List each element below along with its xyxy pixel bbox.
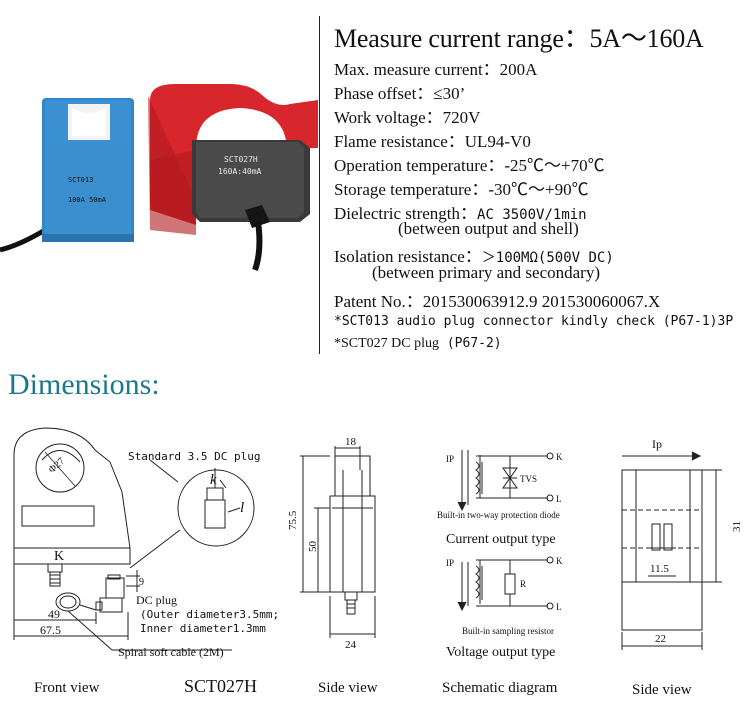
diode-caption: Built-in two-way protection diode xyxy=(437,510,560,520)
schematic-l-1: L xyxy=(556,494,562,504)
plug-l-label: l xyxy=(240,500,244,516)
dc-plug-title: Standard 3.5 DC plug xyxy=(128,450,260,463)
side-view-2-drawing xyxy=(621,451,722,650)
front-view-drawing xyxy=(13,427,255,651)
blue-ct-image: SCT013 100A 50mA xyxy=(42,98,134,242)
dielectric-label: Dielectric strength： xyxy=(334,204,478,223)
dc-plug-label: DC plug xyxy=(136,593,177,607)
dim-24: 24 xyxy=(345,639,357,651)
vertical-divider xyxy=(319,16,320,354)
blue-ct-label-1: SCT013 xyxy=(68,176,93,184)
dielectric-value: AC 3500V/1min xyxy=(477,207,587,223)
spec-isolation: Isolation resistance：＞100MΩ(500V DC) xyxy=(334,242,614,267)
spec-flame-resistance: Flame resistance：UL94-V0 xyxy=(334,132,531,151)
spec-max-current: Max. measure current：200A xyxy=(334,60,538,79)
dim-75-5: 75.5 xyxy=(287,510,299,530)
dim-67-5: 67.5 xyxy=(40,623,61,637)
schematic-current-drawing xyxy=(457,450,554,512)
schematic-voltage-drawing xyxy=(457,556,554,612)
plug-k-label: k xyxy=(210,472,217,488)
note-sct027-ref: (P67-2) xyxy=(446,336,502,351)
diameter-label: Φ27 xyxy=(47,456,67,476)
spec-dielectric: Dielectric strength：AC 3500V/1min xyxy=(334,199,587,224)
schematic-k-2: K xyxy=(556,556,563,566)
spec-phase-offset: Phase offset：≤30’ xyxy=(334,84,466,103)
schematic-k-1: K xyxy=(556,452,563,462)
side-view-1-drawing xyxy=(300,446,376,638)
blue-ct-label-2: 100A 50mA xyxy=(68,196,107,204)
schematic-r: R xyxy=(520,579,526,589)
dimensions-heading: Dimensions: xyxy=(8,368,160,401)
schematic-tvs: TVS xyxy=(520,474,537,484)
front-view-caption: Front view xyxy=(34,680,100,696)
spec-patent: Patent No.：201530063912.9 201530060067.X xyxy=(334,292,661,311)
dim-11-5: 11.5 xyxy=(650,563,669,575)
dim-31: 31 xyxy=(731,521,743,532)
schematic-caption: Schematic diagram xyxy=(442,680,558,696)
side-view-2-ip: Ip xyxy=(652,437,662,451)
note-sct027: *SCT027 DC plug (P67-2) xyxy=(334,336,502,352)
schematic-ip-2: IP xyxy=(446,558,454,568)
side-view-2-caption: Side view xyxy=(632,682,692,698)
red-ct-image: SCT027H 160A:40mA xyxy=(148,84,318,271)
k-terminal-label: K xyxy=(54,549,64,564)
side-view-1-caption: Side view xyxy=(318,680,378,696)
dim-9: 9 xyxy=(139,577,144,588)
voltage-output-type: Voltage output type xyxy=(446,645,555,660)
dielectric-note: (between output and shell) xyxy=(398,219,579,238)
spec-work-voltage: Work voltage：720V xyxy=(334,108,481,127)
isolation-note: (between primary and secondary) xyxy=(372,263,600,282)
isolation-label: Isolation resistance： xyxy=(334,247,482,266)
schematic-l-2: L xyxy=(556,602,562,612)
spec-title: Measure current range：5A～160A xyxy=(334,24,704,53)
model-caption: SCT027H xyxy=(184,676,257,696)
dimension-drawings: Standard 3.5 DC plug Φ27 K k l 9 49 67.5… xyxy=(13,427,743,698)
cable-label: Spiral soft cable (2M) xyxy=(118,645,224,659)
red-ct-label-1: SCT027H xyxy=(224,155,258,164)
dim-18: 18 xyxy=(345,436,357,448)
schematic-ip-1: IP xyxy=(446,454,454,464)
product-photo: SCT013 100A 50mA SCT027H 160A:40mA xyxy=(0,84,318,271)
dim-50: 50 xyxy=(307,541,319,553)
dim-22: 22 xyxy=(655,633,666,645)
note-sct013: *SCT013 audio plug connector kindly chec… xyxy=(334,314,734,329)
dim-49: 49 xyxy=(48,607,60,621)
isolation-value: ＞100MΩ(500V DC) xyxy=(481,250,614,266)
spec-operation-temp: Operation temperature：-25℃～+70℃ xyxy=(334,156,605,175)
current-output-type: Current output type xyxy=(446,532,556,547)
red-ct-label-2: 160A:40mA xyxy=(218,167,262,176)
note-sct027-main: *SCT027 DC plug xyxy=(334,336,440,351)
outer-diameter-label: (Outer diameter3.5mm; xyxy=(140,608,279,621)
resistor-caption: Built-in sampling resistor xyxy=(462,626,554,636)
spec-storage-temp: Storage temperature：-30℃～+90℃ xyxy=(334,180,589,199)
inner-diameter-label: Inner diameter1.3mm xyxy=(140,622,266,635)
